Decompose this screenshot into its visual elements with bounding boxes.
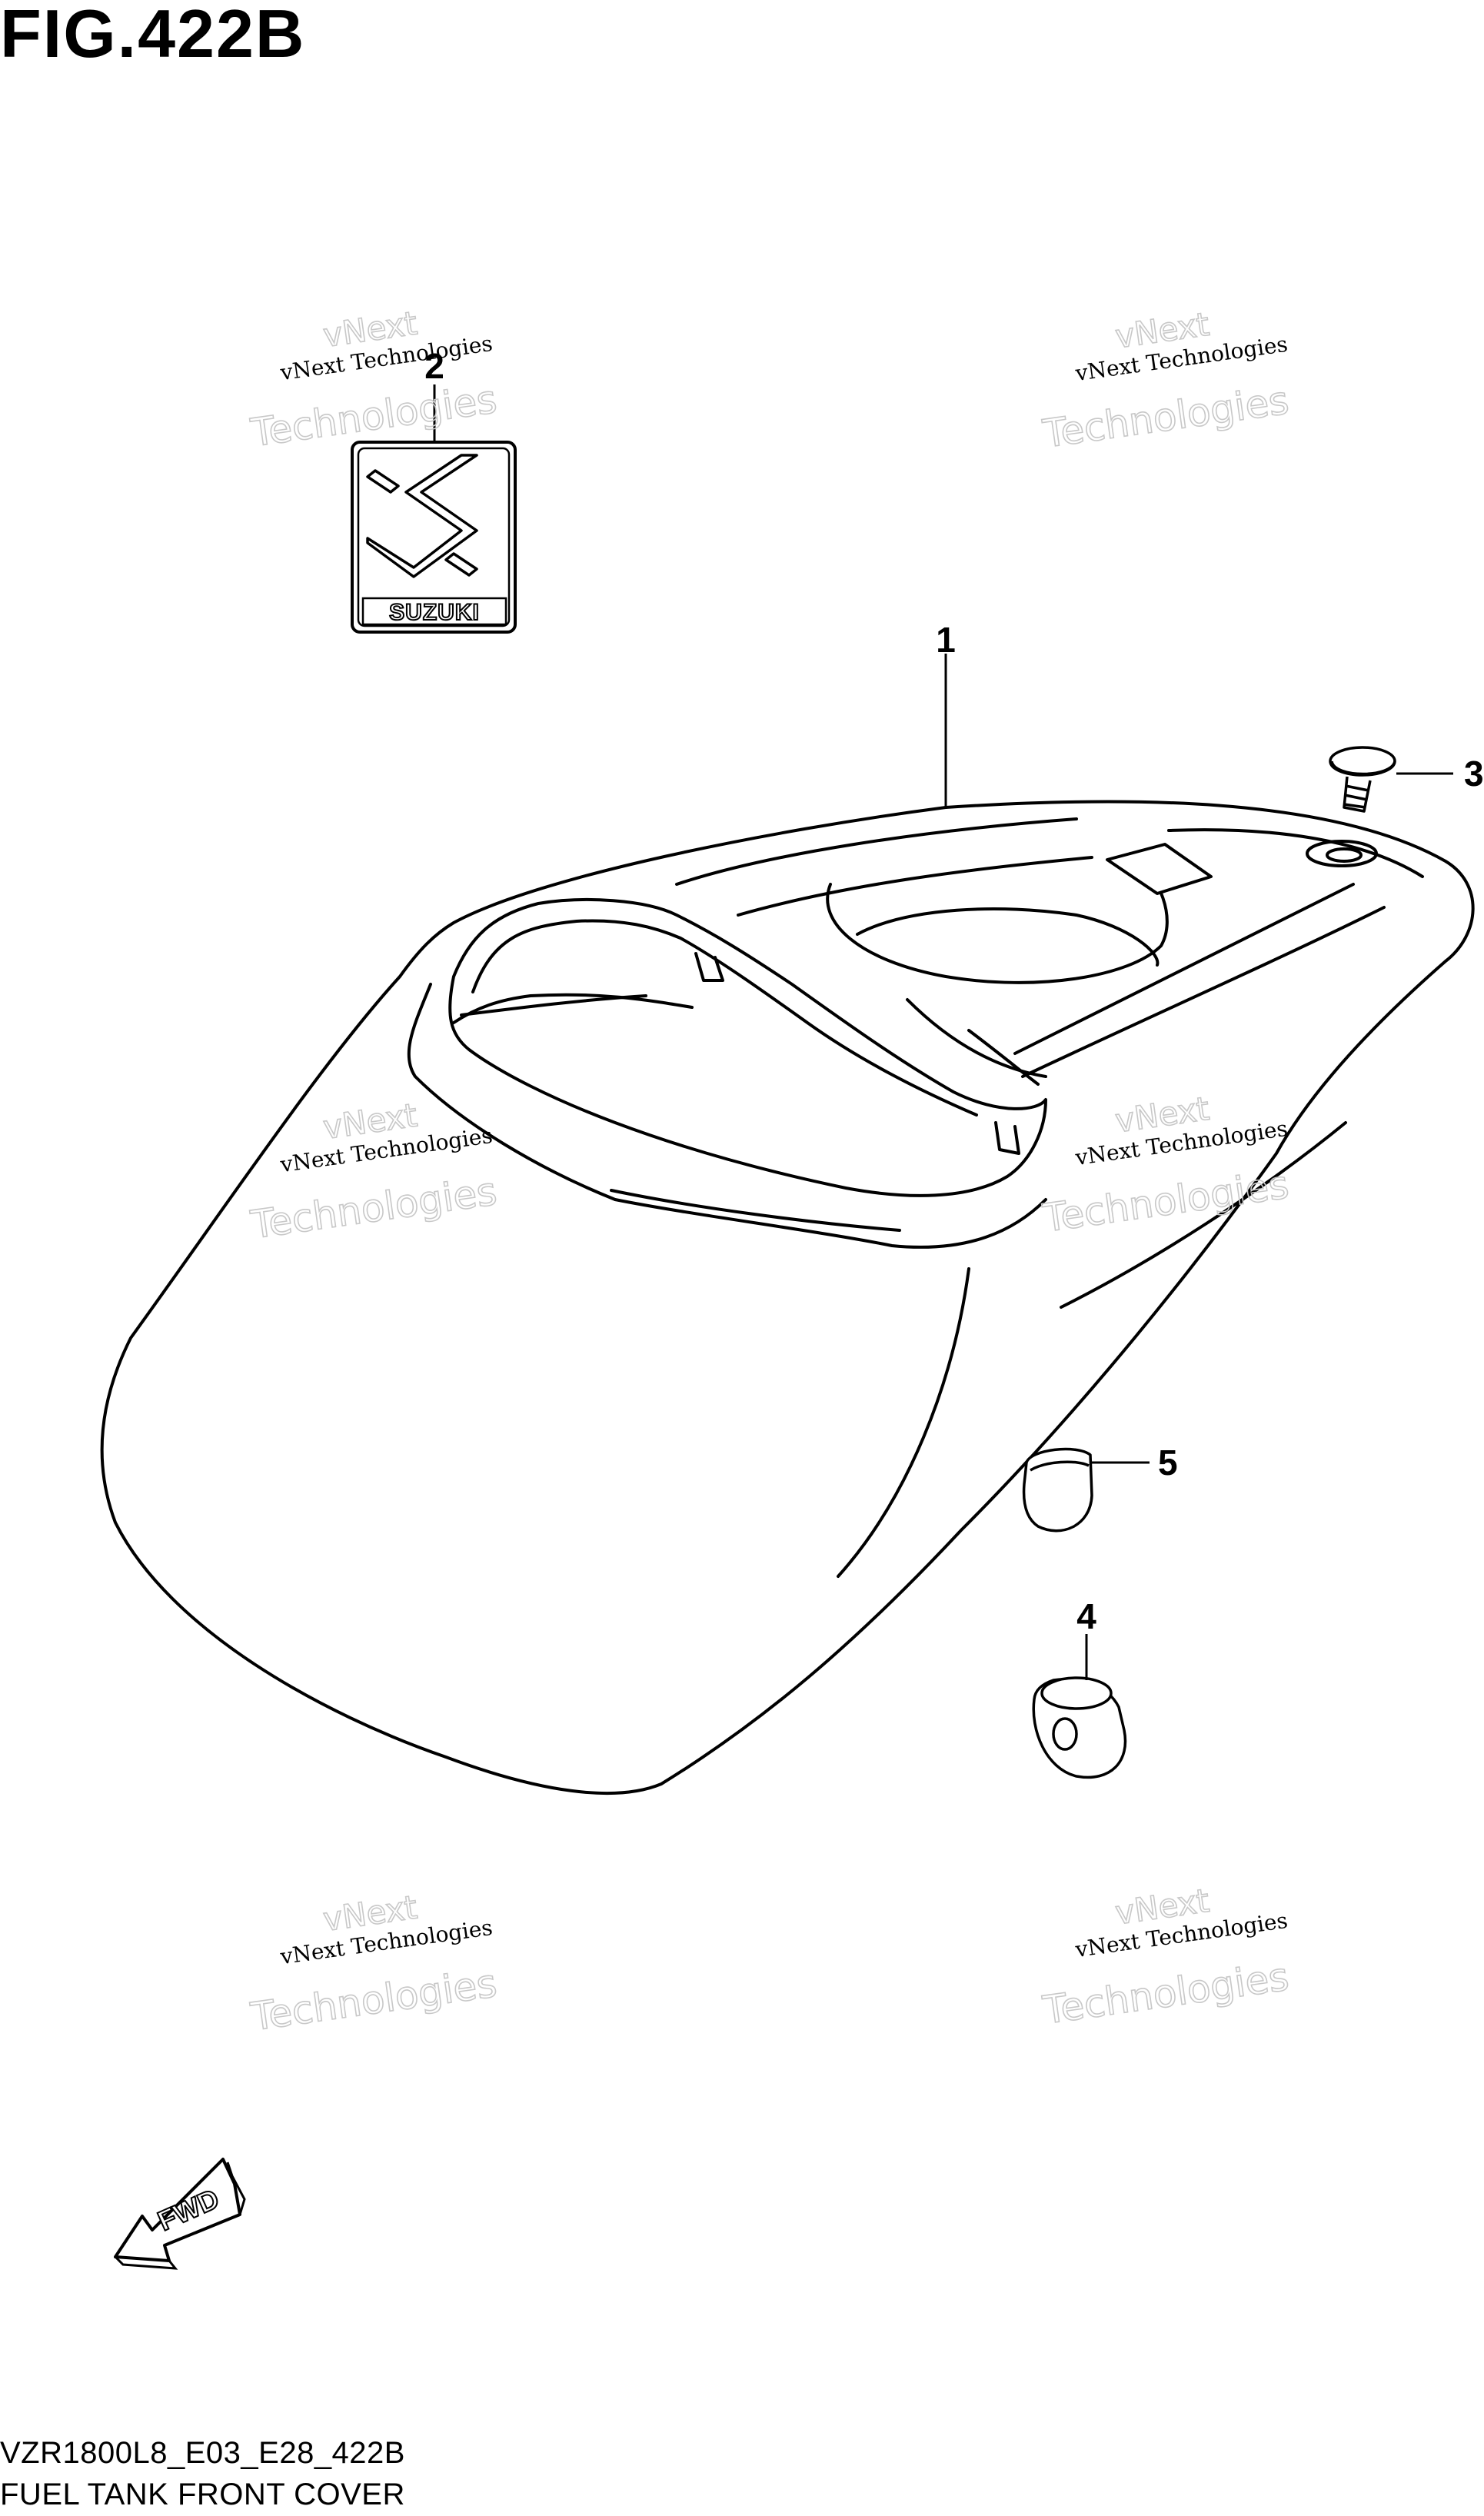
figure-name: FUEL TANK FRONT COVER [0, 2478, 405, 2511]
watermark-top-left: vNext Technologies vNext Technologies [248, 304, 501, 457]
callout-5: 5 [1158, 1443, 1178, 1483]
cap-part-5 [1022, 1447, 1093, 1533]
screw-part-3 [1329, 746, 1396, 813]
watermark-bottom-left: vNext Technologies vNext Technologies [248, 1888, 501, 2041]
callout-2: 2 [424, 346, 444, 386]
callout-1: 1 [936, 620, 956, 660]
emblem-brand-text: SUZUKI [389, 600, 480, 625]
grommet-part-4 [1032, 1676, 1127, 1779]
suzuki-s-logo-icon [366, 454, 478, 578]
suzuki-emblem: SUZUKI [351, 441, 517, 634]
fuel-tank-front-cover [100, 800, 1475, 1795]
figure-title: FIG.422B [0, 0, 306, 72]
watermark-top-right: vNext Technologies vNext Technologies [1040, 305, 1293, 458]
callout-3: 3 [1464, 754, 1484, 794]
svg-text:Technologies: Technologies [248, 1961, 499, 2039]
figure-code: VZR1800L8_E03_E28_422B [0, 2436, 405, 2470]
svg-text:Technologies: Technologies [1040, 378, 1292, 456]
callout-4: 4 [1076, 1596, 1096, 1636]
forward-direction-arrow-icon: FWD [114, 2158, 246, 2270]
watermark-bottom-right: vNext Technologies vNext Technologies [1040, 1881, 1293, 2034]
svg-text:Technologies: Technologies [1040, 1954, 1292, 2032]
